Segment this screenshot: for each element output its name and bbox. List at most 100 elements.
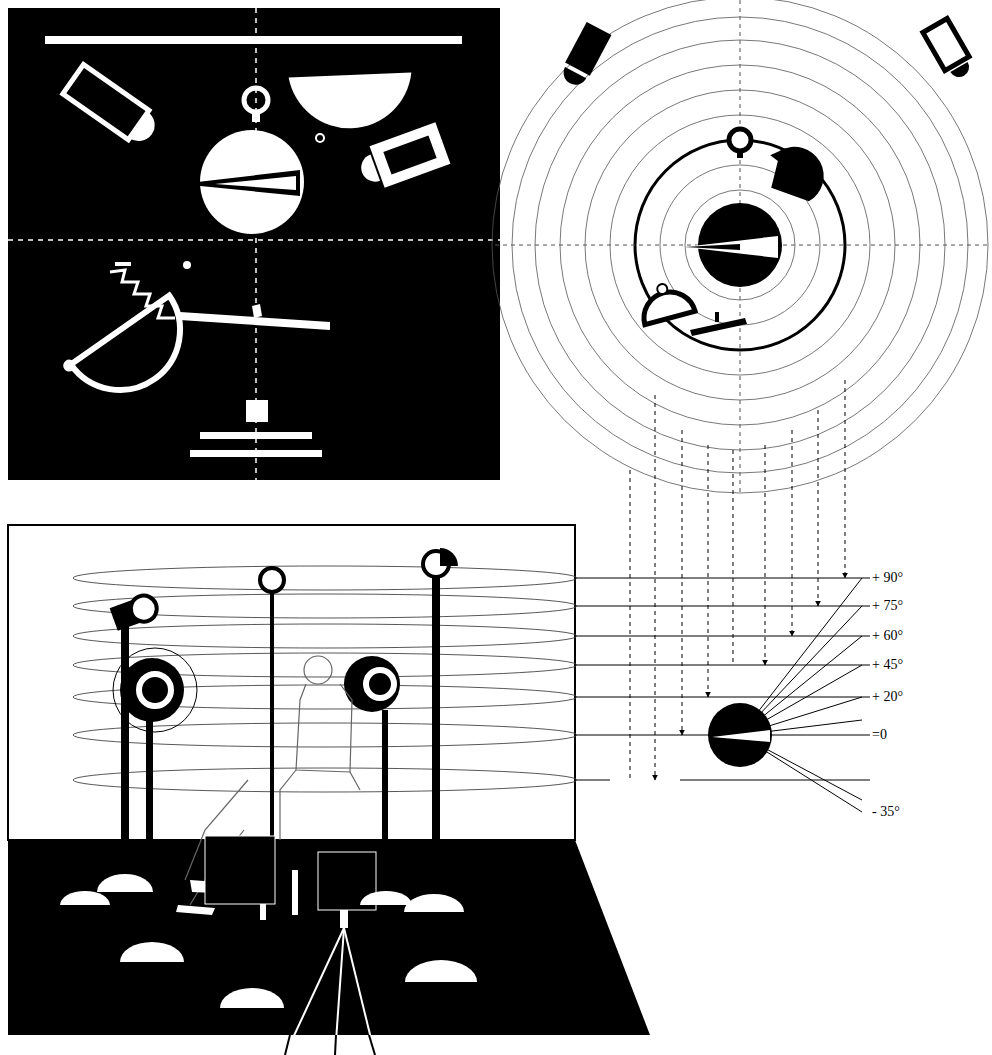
angle-label: + 75° xyxy=(872,598,903,614)
head-symbol xyxy=(708,703,772,767)
plan-lamps-part xyxy=(729,129,751,151)
level-lines-part xyxy=(577,636,870,637)
stand-bases-part xyxy=(60,891,110,905)
level-lines-part xyxy=(577,606,870,607)
front-view-panel-part-part xyxy=(383,136,436,175)
plan-lamps-part-part xyxy=(656,283,668,295)
level-lines-part xyxy=(577,780,610,781)
front-view-panel-part xyxy=(355,122,451,193)
angle-label: + 60° xyxy=(872,628,903,644)
level-lines-part xyxy=(577,697,870,698)
seated-person-part xyxy=(304,656,332,684)
plan-lamps-part xyxy=(636,277,695,324)
front-view-panel-part xyxy=(282,52,412,138)
stand-bases-part xyxy=(120,942,184,962)
plan-lamps-part-part xyxy=(559,67,586,89)
boards-and-tripod xyxy=(205,836,376,1055)
chair-part xyxy=(292,870,298,915)
front-view-panel-part xyxy=(215,176,296,190)
boards-and-tripod-part xyxy=(340,910,348,928)
projection-lines-part xyxy=(630,470,631,780)
plan-lamps xyxy=(558,18,977,336)
level-lines-part xyxy=(577,578,870,579)
angle-label: + 90° xyxy=(872,570,903,586)
lamp-stands-part xyxy=(121,615,129,885)
plan-lamps-part-part xyxy=(950,62,972,81)
lamp-stands-part xyxy=(120,658,184,722)
plan-lamps-part xyxy=(923,18,976,82)
projection-lines-part xyxy=(655,395,656,780)
seated-person-part xyxy=(280,770,360,840)
head-symbol-part xyxy=(712,730,770,742)
front-view-panel-part xyxy=(252,304,262,318)
plan-view-part xyxy=(512,17,968,473)
angle-label: + 45° xyxy=(872,657,903,673)
front-view-panel-part-part xyxy=(129,112,160,147)
studio-room-part xyxy=(8,840,650,1035)
front-view-panel-part xyxy=(115,262,131,266)
plan-lamps-part xyxy=(558,22,612,90)
boards-and-tripod-part xyxy=(285,928,344,1055)
lamp-stands-part xyxy=(109,592,160,632)
plan-lamps-part-part xyxy=(923,18,969,70)
chair-part xyxy=(176,905,215,915)
front-view-panel-part xyxy=(183,261,191,269)
plan-view-part xyxy=(535,40,945,450)
lamp-stands-part xyxy=(440,548,458,566)
front-view-panel-part-part xyxy=(370,122,451,187)
stand-bases-part xyxy=(97,874,153,892)
angle-label: + 20° xyxy=(872,689,903,705)
lamp-stands-part xyxy=(432,572,440,907)
projection-lines-part xyxy=(792,430,793,636)
boards-and-tripod-part xyxy=(344,928,375,1055)
boards-and-tripod-part xyxy=(369,1035,375,1055)
height-rings-part xyxy=(73,566,577,590)
projection-lines-part xyxy=(733,450,734,665)
projection-lines xyxy=(630,380,845,780)
level-lines-part xyxy=(680,780,870,781)
head-symbol-part xyxy=(708,703,772,767)
projection-lines-part xyxy=(682,430,683,735)
front-view-panel-part-part xyxy=(63,64,149,139)
lamp-stands-part-part xyxy=(127,592,160,625)
plan-lamps-part xyxy=(684,236,778,258)
front-view-panel-part xyxy=(45,36,462,44)
projection-lines-part xyxy=(708,445,709,697)
front-view-panel-part xyxy=(180,170,300,196)
front-view-panel-part xyxy=(252,112,260,122)
front-view-panel-part xyxy=(244,88,268,112)
lamp-stands-part xyxy=(113,648,197,732)
angle-label: =0 xyxy=(872,727,887,743)
boards-and-tripod-part xyxy=(335,928,344,1055)
projection-lines-part xyxy=(765,445,766,665)
plan-lamps-part xyxy=(737,150,743,158)
front-view-panel-part xyxy=(110,270,175,318)
plan-lamps-part-part xyxy=(565,22,611,76)
front-view-panel-part xyxy=(200,432,312,439)
lamp-stands-part xyxy=(146,700,153,955)
seated-person-part xyxy=(296,684,352,772)
plan-lamps-part-part xyxy=(767,141,831,204)
plan-lamps-part xyxy=(760,138,832,203)
boards-and-tripod-part xyxy=(335,1035,336,1055)
plan-view-part xyxy=(685,190,795,300)
angle-label: - 35° xyxy=(872,804,900,820)
stand-bases-part xyxy=(220,988,284,1008)
boards-and-tripod-part xyxy=(285,1035,290,1055)
front-view-panel-part xyxy=(8,8,500,480)
plan-lamps-part-part xyxy=(768,144,793,168)
projection-lines-part xyxy=(818,410,819,606)
stand-bases-part xyxy=(404,894,464,912)
stand-bases xyxy=(60,874,477,1008)
level-lines xyxy=(577,578,870,780)
front-view-panel-part xyxy=(190,450,322,457)
front-view-panel-part xyxy=(316,134,324,142)
studio-room-part xyxy=(8,525,575,840)
front-view-panel-part xyxy=(246,400,268,422)
projection-lines-part xyxy=(845,380,846,578)
plan-view xyxy=(492,0,988,495)
front-view-panel xyxy=(8,8,500,480)
